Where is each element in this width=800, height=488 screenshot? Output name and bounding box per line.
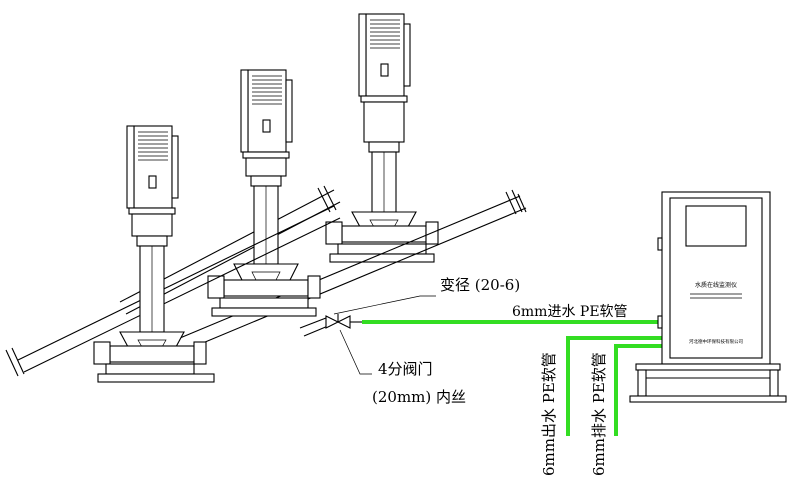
junction-box-icon	[380, 63, 389, 77]
manifold-pipe-front	[5, 205, 341, 377]
pump-2	[207, 69, 321, 317]
valve-thread-label: (20mm) 内丝	[372, 388, 466, 406]
reducer-leader	[333, 295, 436, 315]
outlet-hose-label: 6mm出水 PE软管	[540, 352, 558, 476]
analyzer-title: 水质在线监测仪	[695, 281, 737, 289]
junction-box-icon	[262, 119, 271, 133]
inlet-hose-label: 6mm进水 PE软管	[512, 304, 628, 320]
drain-hose-label: 6mm排水 PE软管	[590, 352, 608, 476]
outlet-hose	[566, 336, 664, 436]
valve-icon	[325, 315, 340, 329]
pump-1	[93, 125, 215, 383]
tap-line	[299, 295, 436, 375]
junction-box-icon	[148, 175, 157, 189]
hoses	[362, 320, 664, 436]
drain-hose	[614, 344, 664, 436]
water-quality-analyzer	[629, 191, 787, 403]
pump-3	[325, 13, 439, 263]
valve-label: 4分阀门	[378, 360, 433, 378]
reducer-label: 变径 (20-6)	[440, 276, 520, 294]
valve-leader	[339, 329, 372, 375]
analyzer-screen	[685, 205, 747, 247]
analyzer-maker: 河北德中环保科技有限公司	[689, 338, 743, 345]
